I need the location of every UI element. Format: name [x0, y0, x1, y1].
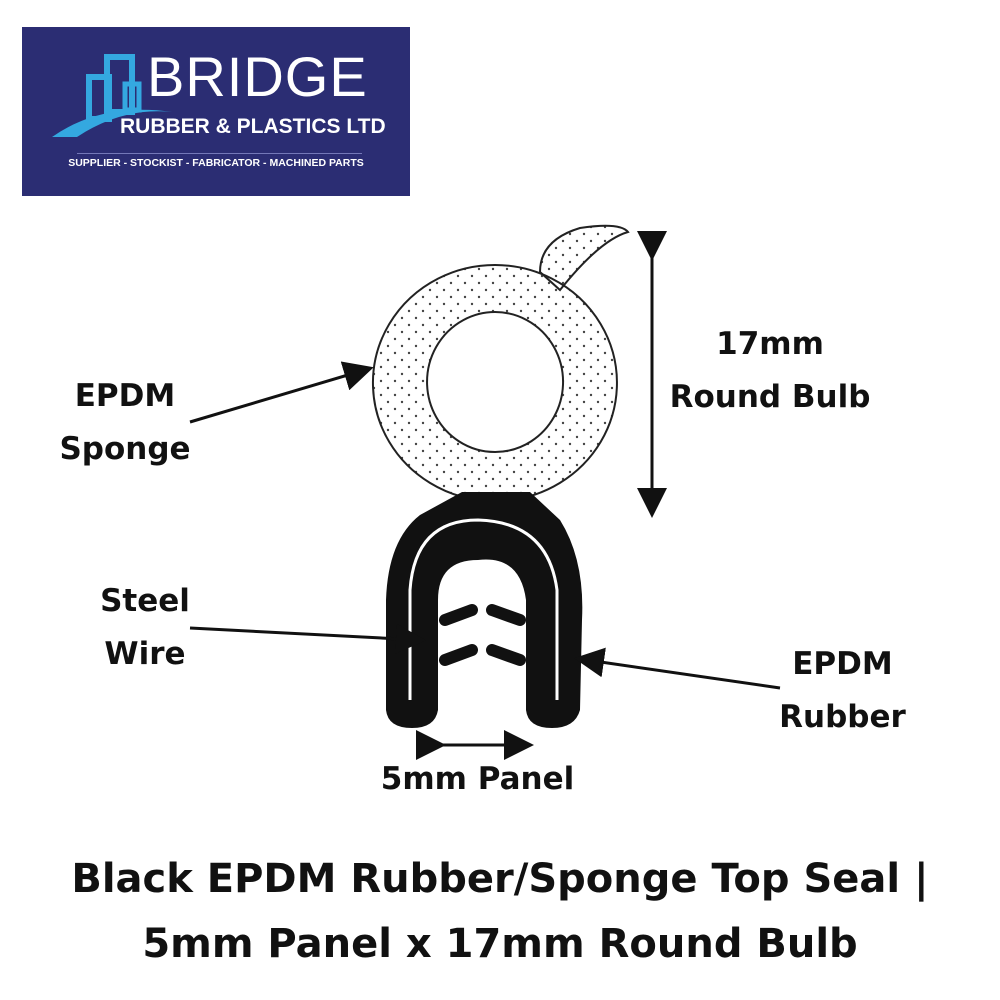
label-line: Rubber	[779, 699, 906, 735]
sponge-leader	[189, 361, 374, 424]
product-title-line2: 5mm Panel x 17mm Round Bulb	[142, 921, 858, 967]
rubber-u-channel	[386, 492, 583, 728]
label-panel: 5mm Panel	[380, 761, 575, 797]
label-line: Wire	[104, 636, 186, 672]
label-17mm-bulb: 17mm Round Bulb	[660, 318, 880, 424]
label-line: EPDM	[792, 646, 893, 682]
label-line: Sponge	[59, 431, 191, 467]
logo-subtitle: RUBBER & PLASTICS LTD	[120, 115, 386, 138]
product-title-line1: Black EPDM Rubber/Sponge Top Seal |	[71, 856, 929, 902]
logo-tagline: SUPPLIER - STOCKIST - FABRICATOR - MACHI…	[68, 157, 364, 169]
label-line: 17mm	[716, 326, 824, 362]
label-line: Round Bulb	[669, 379, 871, 415]
label-line: Steel	[100, 583, 190, 619]
company-logo: BRIDGE RUBBER & PLASTICS LTD SUPPLIER - …	[22, 27, 410, 196]
sponge-bulb	[371, 224, 630, 502]
logo-divider	[77, 153, 362, 154]
building-bridge-icon	[52, 54, 172, 137]
label-steel-wire: Steel Wire	[70, 575, 220, 681]
dimension-arrows	[189, 231, 781, 760]
label-line: EPDM	[74, 378, 176, 414]
logo-brand: BRIDGE	[147, 45, 368, 108]
label-epdm-sponge: EPDM Sponge	[40, 370, 210, 476]
label-epdm-rubber: EPDM Rubber	[760, 638, 925, 744]
rubber-leader	[574, 647, 781, 690]
wire-leader	[189, 623, 426, 654]
